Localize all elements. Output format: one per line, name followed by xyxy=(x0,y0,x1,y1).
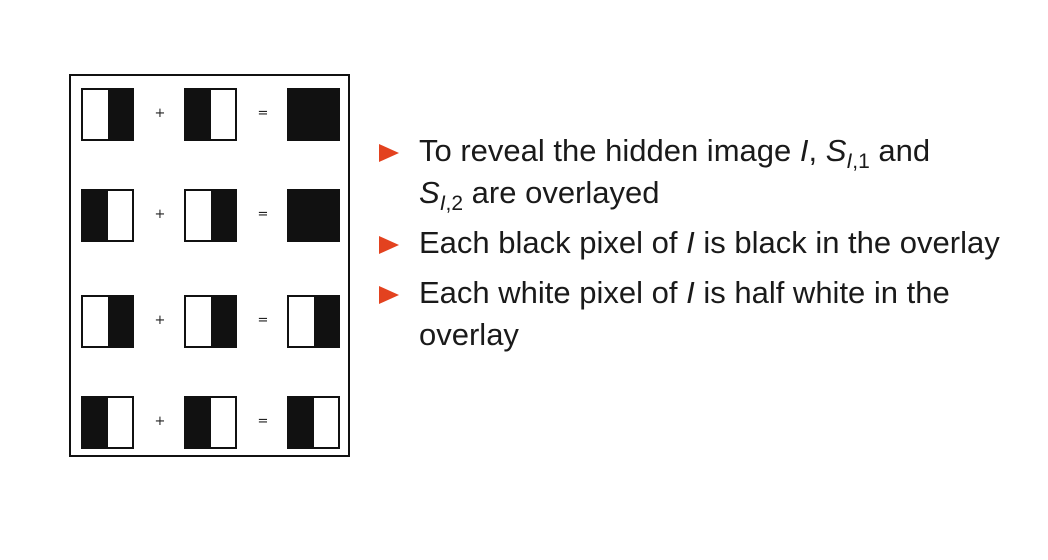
bullet-text: Each white pixel of xyxy=(419,275,687,310)
bullet-text: is black in the overlay xyxy=(694,225,1000,260)
left-subpixel xyxy=(83,297,108,346)
left-subpixel xyxy=(289,297,314,346)
bullet-text: is half white in the overlay xyxy=(419,275,950,352)
right-subpixel xyxy=(107,191,132,240)
left-subpixel xyxy=(186,191,211,240)
math-symbol: I xyxy=(686,225,695,260)
right-subpixel xyxy=(107,398,132,447)
left-subpixel xyxy=(83,191,108,240)
equals-sign: = xyxy=(257,414,269,429)
share-pixel xyxy=(81,88,134,141)
math-subscript-italic: I xyxy=(439,192,446,215)
left-subpixel xyxy=(186,398,211,447)
left-subpixel xyxy=(289,398,314,447)
bullet-white-pixel: Each white pixel of I is half white in t… xyxy=(376,272,1026,356)
left-subpixel xyxy=(186,297,211,346)
overlay-pixel xyxy=(287,396,340,449)
plus-sign: + xyxy=(154,106,166,121)
right-subpixel xyxy=(107,297,132,346)
bullet-text: are overlayed xyxy=(463,175,660,210)
math-symbol: S xyxy=(825,133,847,168)
share-pixel xyxy=(81,396,134,449)
right-subpixel xyxy=(210,297,235,346)
bullet-text: and xyxy=(869,133,931,168)
left-subpixel xyxy=(186,90,211,139)
math-subscript-index: ,1 xyxy=(852,150,870,173)
right-subpixel xyxy=(313,297,338,346)
left-subpixel xyxy=(289,191,314,240)
right-subpixel xyxy=(210,191,235,240)
overlay-pixel xyxy=(287,189,340,242)
math-symbol: I xyxy=(686,275,695,310)
bullet-list: To reveal the hidden image I, SI,1 and S… xyxy=(376,130,1026,364)
right-subpixel xyxy=(313,398,338,447)
share-pixel xyxy=(81,189,134,242)
left-subpixel xyxy=(289,90,314,139)
share-pixel xyxy=(184,189,237,242)
right-subpixel xyxy=(313,90,338,139)
bullet-text: Each black pixel of xyxy=(419,225,687,260)
math-symbol: I xyxy=(799,133,809,168)
math-symbol: S xyxy=(419,175,440,210)
right-subpixel xyxy=(210,90,235,139)
arrow-right-icon xyxy=(379,286,399,304)
visual-cryptography-figure: + = + = + = + = xyxy=(69,74,350,457)
plus-sign: + xyxy=(154,207,166,222)
math-subscript-italic: I xyxy=(846,150,853,173)
share-pixel xyxy=(81,295,134,348)
math-subscript: I,1 xyxy=(846,150,869,173)
equals-sign: = xyxy=(257,207,269,222)
bullet-text: , xyxy=(808,133,826,168)
share-pixel xyxy=(184,396,237,449)
overlay-pixel xyxy=(287,88,340,141)
bullet-text: To reveal the hidden image xyxy=(419,133,800,168)
math-subscript-index: ,2 xyxy=(445,192,464,215)
right-subpixel xyxy=(210,398,235,447)
left-subpixel xyxy=(83,90,108,139)
arrow-right-icon xyxy=(379,236,399,254)
share-pixel xyxy=(184,88,237,141)
bullet-reveal: To reveal the hidden image I, SI,1 and S… xyxy=(376,130,1026,214)
left-subpixel xyxy=(83,398,108,447)
right-subpixel xyxy=(313,191,338,240)
bullet-black-pixel: Each black pixel of I is black in the ov… xyxy=(376,222,1026,264)
plus-sign: + xyxy=(154,414,166,429)
right-subpixel xyxy=(107,90,132,139)
arrow-right-icon xyxy=(379,144,399,162)
share-pixel xyxy=(184,295,237,348)
equals-sign: = xyxy=(257,106,269,121)
equals-sign: = xyxy=(257,313,269,328)
plus-sign: + xyxy=(154,313,166,328)
overlay-pixel xyxy=(287,295,340,348)
math-subscript: I,2 xyxy=(440,192,463,215)
